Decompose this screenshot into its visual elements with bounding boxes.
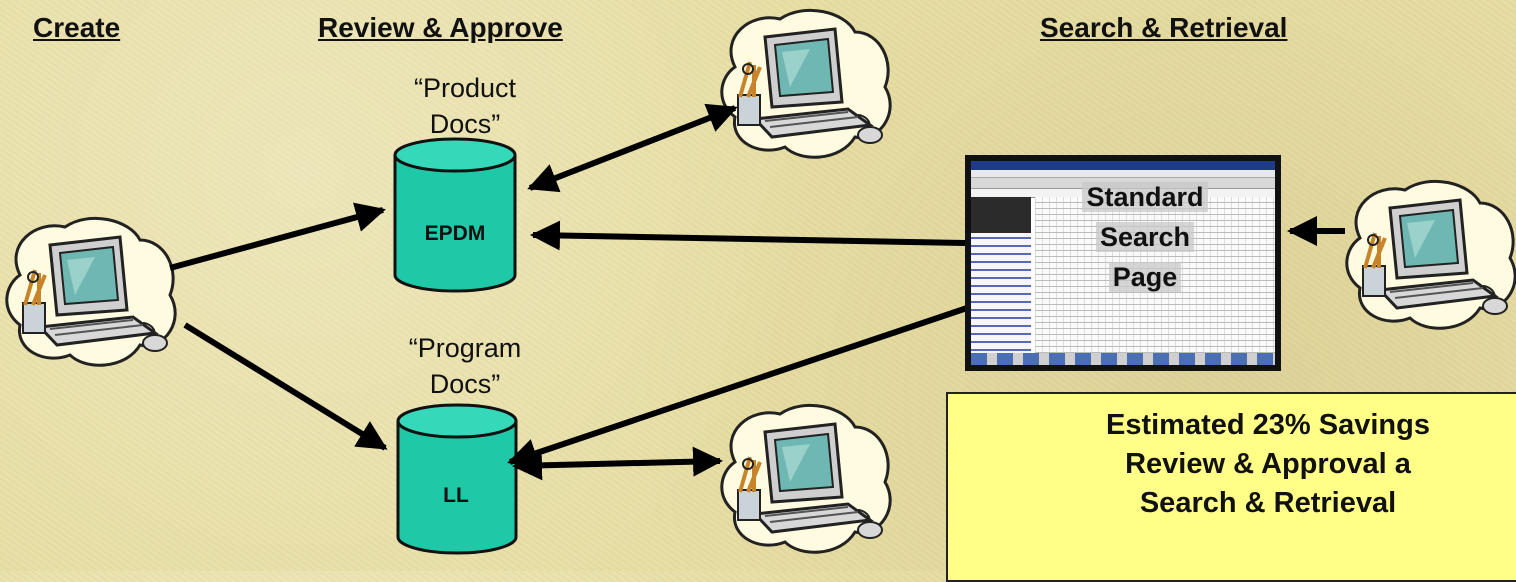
ll-label: LL [443,484,469,507]
epdm-label: EPDM [425,222,486,245]
reviewer-computer-icon-top [719,8,893,160]
searcher-computer-icon [1344,179,1516,331]
browser-title-bar [971,161,1275,170]
header-review-approve: Review & Approve [318,12,563,43]
arrow-search-to-ll [507,305,968,468]
savings-callout-text: Estimated 23% Savings Review & Approval … [1106,409,1430,519]
product-docs-caption: “Product Docs” [380,70,550,142]
product-docs-caption-line2: Docs” [429,109,501,139]
browser-logo [971,197,1031,233]
arrow-create-to-ll [183,322,388,451]
browser-taskbar [971,353,1275,365]
arrow-search-to-epdm [530,220,966,251]
header-search-retrieval: Search & Retrieval [1040,12,1288,43]
product-docs-caption-line1: “Product [413,73,517,103]
search-page-label: Standard Search Page [1025,177,1265,297]
search-page-line3: Page [1108,262,1182,292]
creator-computer-icon [4,216,178,368]
program-docs-caption-line1: “Program [408,333,522,363]
search-page-screenshot: Standard Search Page [965,155,1281,371]
epdm-database-icon [393,137,517,293]
ll-database-icon [396,403,518,555]
arrow-ll-reviewer [512,446,723,481]
reviewer-computer-icon-bottom [719,403,893,555]
arrow-create-to-epdm [169,202,386,271]
arrow-epdm-reviewer [527,103,738,193]
program-docs-caption: “Program Docs” [380,330,550,402]
search-page-line2: Search [1095,222,1195,252]
browser-menu-bar [971,170,1275,178]
savings-callout: Estimated 23% Savings Review & Approval … [946,392,1516,582]
header-create: Create [33,12,121,43]
search-page-line1: Standard [1082,182,1208,212]
program-docs-caption-line2: Docs” [429,369,501,399]
